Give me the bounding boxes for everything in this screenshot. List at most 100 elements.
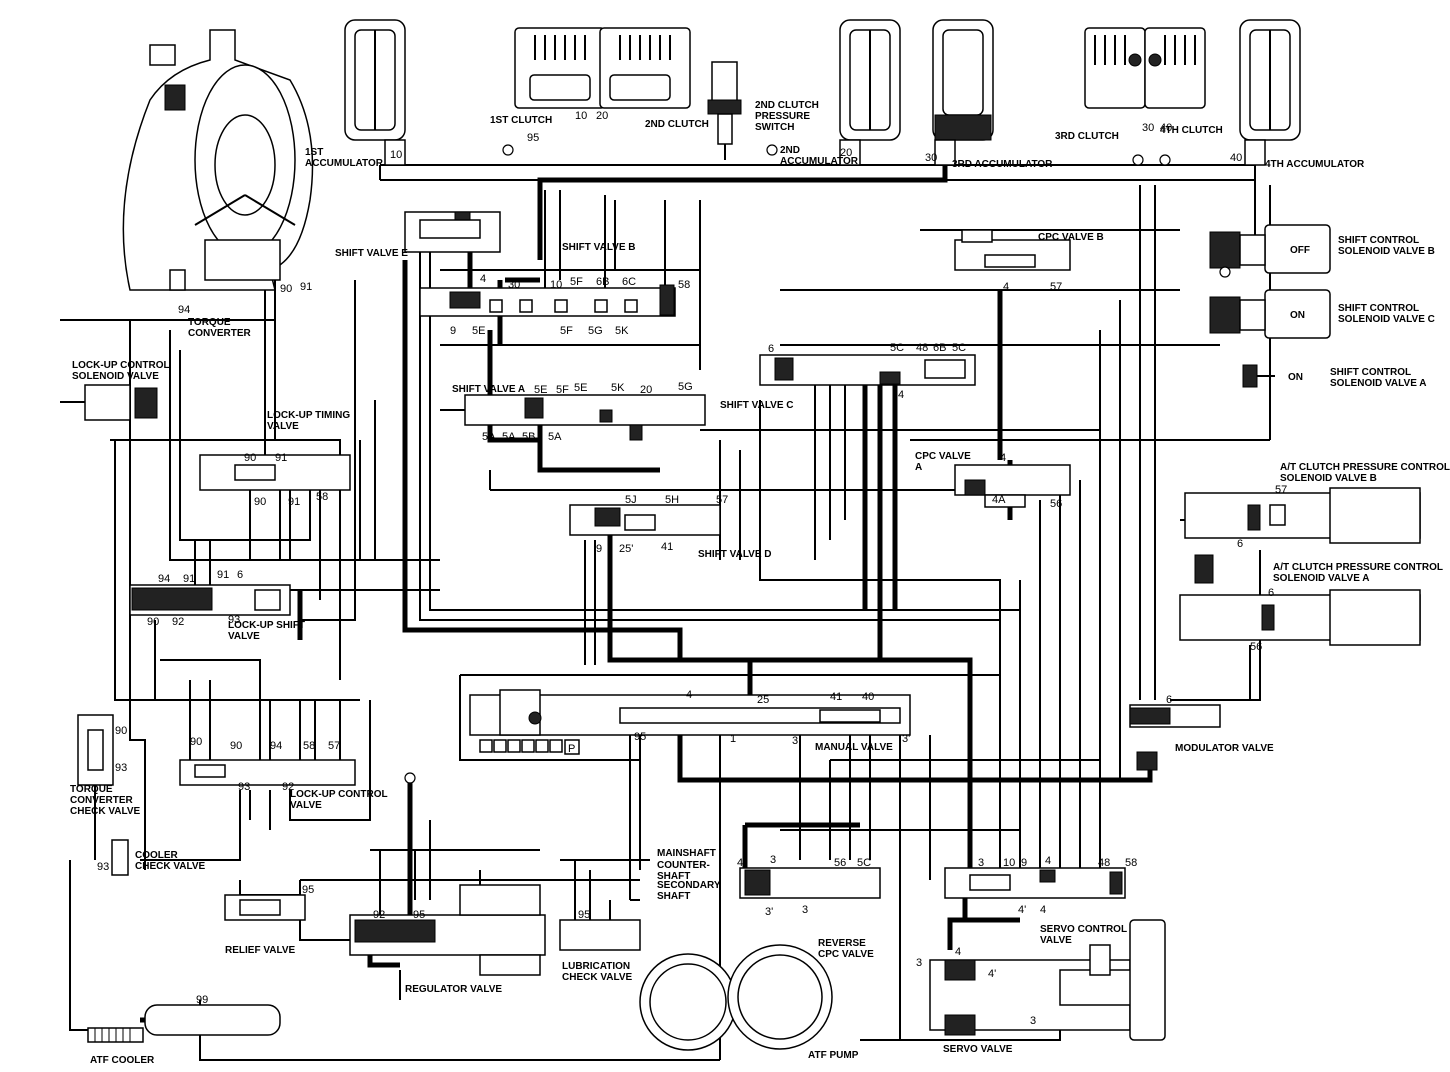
relief-valve [224,894,306,921]
port-number: 92 [282,781,294,793]
accumulator-3rd [932,19,994,166]
label-atf-cooler: ATF COOLER [90,1055,155,1066]
port-number: 5A [548,431,562,443]
servo-valve [929,919,1166,1041]
port-number: 9 [450,325,456,337]
port-number: 6 [768,343,774,355]
label-shift-valve-d: SHIFT VALVE D [698,549,772,560]
port-number: 56 [1050,498,1062,510]
port-number: 10 [575,110,587,122]
port-number: 41 [830,691,842,703]
accumulator-2nd [839,19,901,166]
port-number: 4 [737,857,743,869]
port-number: 5E [574,382,587,394]
shift-control-solenoid-valve-b [1209,224,1331,274]
port-number: 94 [158,573,170,585]
torque-converter [122,29,314,291]
port-number: 6B [933,342,946,354]
port-number: 40 [1230,152,1242,164]
port-number: 5K [615,325,629,337]
port-number: 10 [550,279,562,291]
shift-valve-b [419,284,676,317]
port-number: 4 [955,946,961,958]
shift-valve-c [759,354,976,386]
port-number: 93 [97,861,109,873]
port-number: 3' [902,733,910,745]
port-number: 93 [238,781,250,793]
port-number: 93 [115,762,127,774]
port-number: 92 [172,616,184,628]
port-number: 4 [686,689,692,701]
label-accumulator-4th: 4TH ACCUMULATOR [1265,159,1365,170]
port-number: 25 [757,694,769,706]
port-number: 48 [1098,857,1110,869]
port-number: 4 [1003,281,1009,293]
port-number: 3 [916,957,922,969]
lock-up-shift-valve [129,584,291,616]
port-number: 90 [230,740,242,752]
label-modulator-valve: MODULATOR VALVE [1175,743,1274,754]
port-number: 58 [678,279,690,291]
port-number: 10 [1003,857,1015,869]
lock-up-control-solenoid-valve [60,384,158,421]
shift-control-solenoid-valve-c [1209,289,1331,339]
port-number: 5E [472,325,485,337]
state-solenoid-a: ON [1288,372,1303,383]
port-number: 4' [1018,904,1026,916]
cooler-check-valve [111,839,129,876]
port-number: 25' [619,543,633,555]
clutch-4th [1144,27,1206,109]
label-cpc-valve-b: CPC VALVE B [1038,232,1104,243]
clutch-1st [514,27,606,109]
atf-pump [639,944,833,1051]
label-mainshaft: MAINSHAFT [657,848,716,859]
port-number: 41 [661,541,673,553]
label-shift-valve-e: SHIFT VALVE E [335,248,408,259]
port-number: 94 [270,740,282,752]
port-number: 93 [228,614,240,626]
hydraulic-lines [60,164,1271,1061]
port-number: 5G [588,325,603,337]
torque-converter-check-valve [77,714,114,786]
port-number: 58 [316,491,328,503]
port-number: 90 [190,736,202,748]
port-number: 40 [862,691,874,703]
2nd-clutch-pressure-switch [707,61,742,160]
label-manual-valve: MANUAL VALVE [815,742,893,753]
port-number: 4 [1000,452,1006,464]
accumulator-4th [1239,19,1301,166]
label-clutch-3rd: 3RD CLUTCH [1055,131,1119,142]
port-number: 90 [115,725,127,737]
port-number: 5F [560,325,573,337]
port-number: 99 [196,994,208,1006]
port-number: 57 [716,494,728,506]
port-number: 4 [1040,904,1046,916]
port-number: 4' [988,968,996,980]
label-clutch-4th: 4TH CLUTCH [1160,125,1223,136]
port-number: 57 [328,740,340,752]
port-number: 91 [217,569,229,581]
at-clutch-pressure-control-solenoid-valve-b [1184,487,1421,544]
regulator-valve [349,884,546,976]
port-number: 48 [916,342,928,354]
port-number: 3 [1030,1015,1036,1027]
port-number: 90 [147,616,159,628]
port-number: 5A [482,431,496,443]
state-solenoid-b: OFF [1290,245,1310,256]
port-number: 3 [792,735,798,747]
port-number: 5E [534,384,547,396]
label-clutch-2nd: 2ND CLUTCH [645,119,709,130]
shift-control-solenoid-valve-a [1242,364,1275,388]
label-countershaft: COUNTER-SHAFT [657,860,710,882]
port-number: 5F [570,276,583,288]
